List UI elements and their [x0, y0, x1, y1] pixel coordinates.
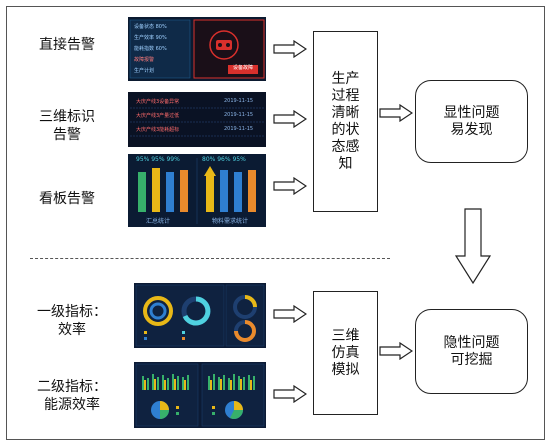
alarm-text: 设备故障: [232, 65, 253, 71]
status-row: 故障报警: [134, 57, 155, 63]
status-row: 设备状态 80%: [134, 24, 167, 30]
explicit-issue-box: 显性问题 易发现: [415, 80, 528, 163]
arrow-right-icon: [273, 177, 307, 195]
label-dashboard-alarm: 看板告警: [39, 191, 95, 207]
arrow-right-icon: [379, 104, 413, 122]
explicit-issue-text: 显性问题 易发现: [443, 104, 500, 138]
marker-date: 2019-11-15: [224, 112, 254, 118]
direct-alarm-screenshot: 设备故障 设备状态 80% 生产效率 90% 能耗指数 60% 故障报警 生产计…: [128, 17, 266, 81]
dashboard-bottom-left-label: 汇总统计: [146, 218, 171, 225]
status-row: 能耗指数 60%: [134, 46, 167, 52]
diagram-frame: [6, 6, 545, 440]
arrow-right-icon: [273, 110, 307, 128]
section-divider: [30, 258, 390, 259]
marker-row: 大庆产线3产量过低: [136, 113, 180, 119]
marker-date: 2019-11-15: [224, 98, 254, 104]
arrow-right-icon: [273, 385, 307, 403]
status-row: 生产计划: [134, 68, 155, 74]
status-row: 生产效率 90%: [134, 35, 167, 41]
3d-simulation-box: 三维 仿真 模拟: [313, 291, 378, 415]
arrow-right-icon: [273, 305, 307, 323]
marker-row: 大庆产线3设备异常: [136, 99, 180, 105]
implicit-issue-box: 隐性问题 可挖掘: [415, 309, 528, 394]
level1-efficiency-screenshot: [134, 283, 266, 348]
label-3d-marker-alarm: 三维标识 告警: [39, 109, 95, 143]
label-level1-efficiency: 一级指标： 效率: [37, 304, 107, 338]
arrow-down-icon: [455, 208, 491, 284]
marker-row: 大庆产线3能耗超标: [136, 127, 180, 133]
3d-simulation-text: 三维 仿真 模拟: [331, 327, 360, 378]
3d-marker-alarm-screenshot: 大庆产线3设备异常 大庆产线3产量过低 大庆产线3能耗超标 2019-11-15…: [128, 92, 266, 147]
label-direct-alarm: 直接告警: [39, 37, 95, 53]
arrow-right-icon: [379, 342, 413, 360]
level2-energy-efficiency-screenshot: [134, 362, 266, 428]
state-perception-text: 生产 过程 清晰 的状 态感 知: [331, 70, 360, 172]
label-level2-energy-efficiency: 二级指标： 能源效率: [37, 379, 107, 413]
marker-date: 2019-11-15: [224, 126, 254, 132]
arrow-right-icon: [273, 40, 307, 58]
dashboard-bottom-right-label: 物料需求统计: [212, 218, 249, 225]
dashboard-top-left-values: 95% 95% 99%: [136, 156, 180, 163]
dashboard-top-right-values: 80% 96% 95%: [202, 156, 246, 163]
implicit-issue-text: 隐性问题 可挖掘: [443, 334, 500, 368]
state-perception-box: 生产 过程 清晰 的状 态感 知: [313, 31, 378, 212]
dashboard-alarm-screenshot: 95% 95% 99% 80% 96% 95% 汇总统计 物料需求统计: [128, 154, 266, 227]
